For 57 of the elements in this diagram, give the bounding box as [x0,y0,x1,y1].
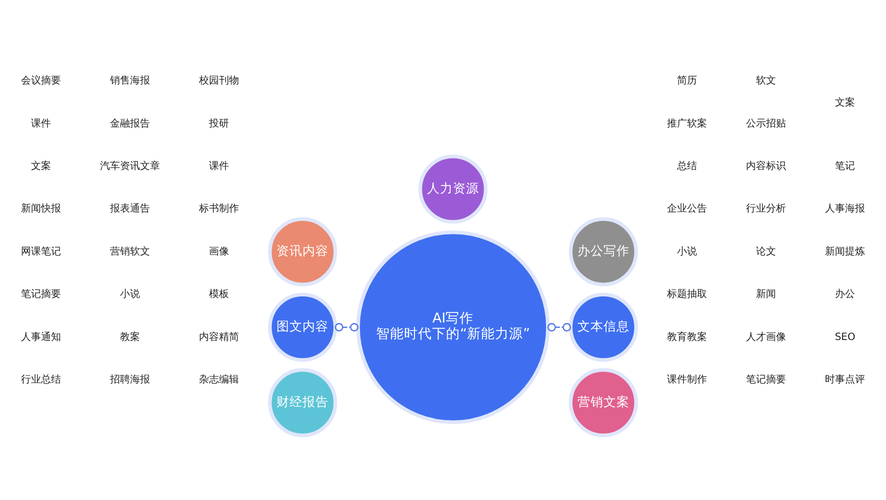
connector [547,323,572,332]
label: 文案 [835,97,856,108]
label: 人事海报 [825,204,866,215]
label: 论文 [756,246,776,258]
node-circle: AI写作 智能时代下的“新能力源” [356,230,550,424]
connector [334,323,358,332]
label: 投研 [209,118,230,130]
label: 新闻快报 [20,204,61,215]
label: 标题抽取 [666,289,707,300]
label: 推广软案 [666,118,707,130]
label: 行业分析 [746,204,786,215]
label: 杂志编辑 [199,374,240,386]
label: 新闻 [756,289,776,300]
label: 模板 [209,289,230,300]
label: SEO [834,332,856,343]
label: 教案 [120,332,140,343]
label: 文案 [30,160,51,172]
label: 办公 [835,289,856,300]
label: 笔记摘要 [746,374,786,386]
node-circle: 财经报告 [268,368,338,438]
node-circle: 文本信息 [568,292,638,362]
label: 招聘海报 [110,374,150,386]
label: 课件制作 [666,374,707,386]
label: 企业公告 [666,204,707,215]
label: 画像 [209,246,230,258]
label: 内容标识 [746,160,786,172]
label: 标书制作 [199,204,240,215]
label: 课件 [209,160,230,172]
label: 小说 [676,246,697,258]
node-circle: 办公写作 [568,217,638,286]
label: 总结 [676,160,697,172]
label: 时事点评 [825,374,866,386]
label: 简历 [676,76,697,87]
label: 人事通知 [20,332,61,343]
label: 笔记 [835,160,856,172]
label: 校园刊物 [199,76,240,87]
label: 营销软文 [110,246,150,258]
label: 课件 [30,118,51,130]
label: 教育教案 [666,332,707,343]
label: 新闻提炼 [825,246,866,258]
node-circle: 营销文案 [568,368,638,438]
label: 网课笔记 [20,246,61,258]
label: 人才画像 [746,332,786,343]
label: 笔记摘要 [20,289,61,300]
label: 软文 [756,76,776,87]
label: 小说 [120,289,140,300]
label: 报表通告 [110,204,150,215]
node-circle: 人力资源 [418,154,488,224]
node-circle: 图文内容 [268,292,338,362]
label: 金融报告 [110,118,150,130]
label: 会议摘要 [20,76,61,87]
node-circle: 资讯内容 [268,217,338,286]
label: 公示招贴 [746,118,786,130]
label: 销售海报 [110,76,150,87]
label: 内容精简 [199,332,240,343]
label: 汽车资讯文章 [100,160,160,172]
label: 行业总结 [20,374,61,386]
